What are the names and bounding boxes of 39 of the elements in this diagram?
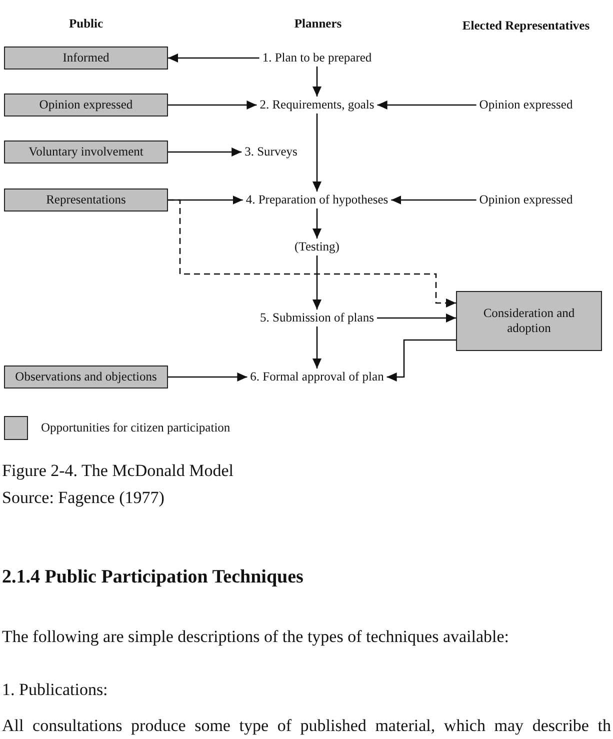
arrow [386, 339, 456, 382]
arrow [312, 66, 322, 96]
body-text: The following are simple descriptions of the types of techniques available: [2, 627, 510, 647]
participation-box: Voluntary involvement [4, 140, 168, 164]
arrow [168, 54, 260, 62]
step-label: (Testing) [292, 238, 342, 256]
step-label: 3. Surveys [242, 144, 300, 160]
dashed-arrow [168, 199, 456, 308]
arrow [312, 256, 322, 310]
arrow [168, 100, 257, 110]
adoption-box: Consideration and adoption [456, 291, 602, 351]
section-heading: 2.1.4 Public Participation Techniques [2, 566, 304, 588]
step-label: 4. Preparation of hypotheses [242, 192, 392, 208]
body-text: All consultations produce some type of published material, which may describe th [2, 716, 611, 736]
step-label: 2. Requirements, goals [256, 96, 378, 114]
figure-caption: Figure 2-4. The McDonald Model [2, 461, 234, 481]
arrow [168, 372, 248, 382]
source-note: Source: Fagence (1977) [2, 488, 164, 508]
participation-box: Opinion expressed [4, 94, 168, 116]
arrow [377, 100, 476, 110]
legend-label: Opportunities for citizen participation [41, 420, 230, 436]
column-header: Planners [294, 16, 342, 32]
participation-box: Observations and objections [4, 366, 168, 388]
arrow [312, 326, 322, 368]
arrow [312, 208, 322, 238]
step-label: 6. Formal approval of plan [247, 368, 387, 386]
arrow [312, 114, 322, 192]
list-heading: 1. Publications: [2, 680, 108, 700]
arrow [377, 314, 456, 322]
column-header: Elected Representatives [462, 18, 590, 34]
arrow [168, 148, 242, 156]
column-header: Public [68, 16, 104, 32]
arrow [391, 196, 476, 204]
opinion-label: Opinion expressed [476, 96, 576, 114]
step-label: 1. Plan to be prepared [259, 50, 375, 66]
opinion-label: Opinion expressed [476, 192, 576, 208]
participation-box: Representations [4, 188, 168, 212]
participation-box: Informed [4, 46, 168, 70]
step-label: 5. Submission of plans [257, 310, 377, 326]
